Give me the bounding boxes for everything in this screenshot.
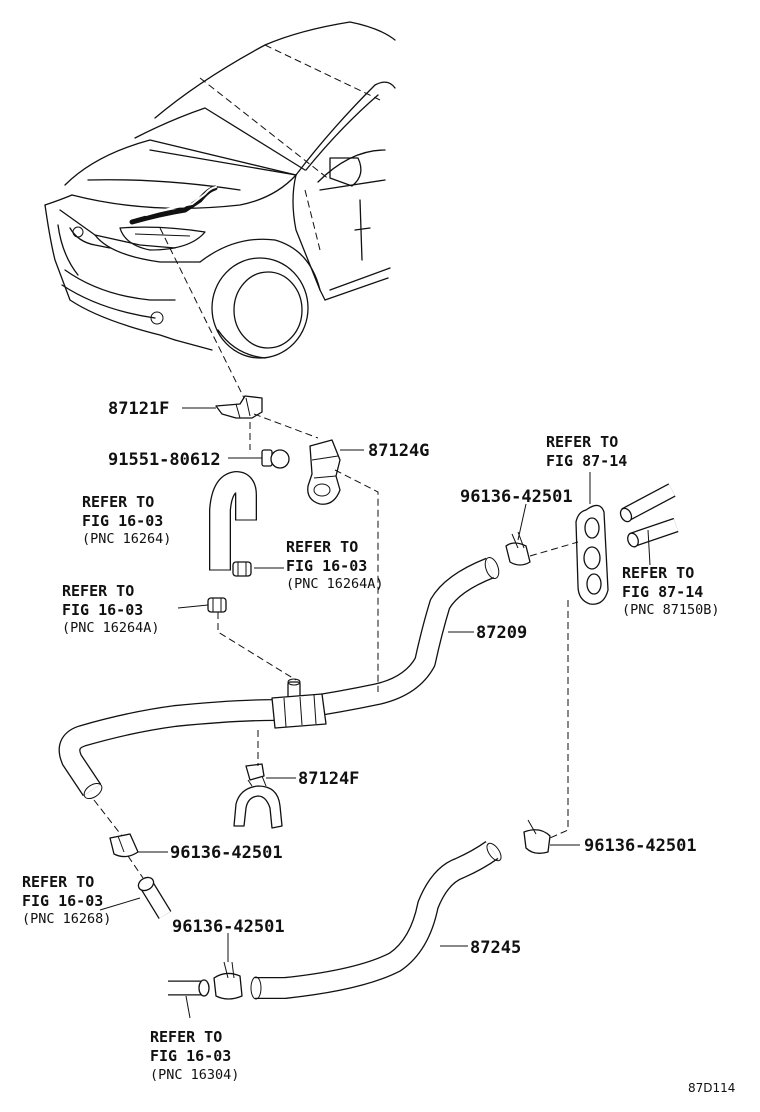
- grommet-panel-icon: [575, 483, 679, 605]
- hose-clamp-icon-87124g: [307, 439, 341, 505]
- ref-line2: FIG 87-14: [622, 583, 703, 601]
- reference-pnc-16264a-left: REFER TO FIG 16-03 (PNC 16264A): [62, 582, 160, 636]
- part-label-87124f: 87124F: [298, 769, 359, 789]
- part-label-96136-42501-right: 96136-42501: [584, 836, 697, 856]
- ref-line1: REFER TO: [22, 873, 94, 891]
- ref-line2: FIG 87-14: [546, 452, 627, 470]
- hose-clip-icon-87121f: [215, 395, 263, 419]
- hose-clamp-icon-a: [505, 531, 531, 566]
- ref-line2: FIG 16-03: [82, 512, 163, 530]
- hose-clamp-icon-d: [213, 961, 243, 1000]
- ref-pnc: (PNC 16268): [22, 911, 111, 927]
- ref-line1: REFER TO: [622, 564, 694, 582]
- part-label-87245: 87245: [470, 938, 521, 958]
- ref-line1: REFER TO: [546, 433, 618, 451]
- reference-pnc-16264a-right: REFER TO FIG 16-03 (PNC 16264A): [286, 538, 384, 592]
- ref-pnc: (PNC 16304): [150, 1067, 239, 1083]
- ref-pnc: (PNC 16264A): [286, 576, 384, 592]
- ref-line1: REFER TO: [286, 538, 358, 556]
- part-label-96136-42501-top: 96136-42501: [460, 487, 573, 507]
- reference-pnc-16304: REFER TO FIG 16-03 (PNC 16304): [150, 1028, 239, 1083]
- part-label-96136-42501-left: 96136-42501: [170, 843, 283, 863]
- pipe-stub-16268: [137, 876, 172, 919]
- part-label-87124g: 87124G: [368, 441, 429, 461]
- hose-clamp-icon-87124f: [233, 763, 283, 829]
- reference-fig-87-14-top: REFER TO FIG 87-14: [546, 433, 627, 470]
- ref-line1: REFER TO: [62, 582, 134, 600]
- reference-pnc-16268: REFER TO FIG 16-03 (PNC 16268): [22, 873, 111, 927]
- ref-pnc: (PNC 16264A): [62, 620, 160, 636]
- ref-line1: REFER TO: [150, 1028, 222, 1046]
- reference-pnc-16264: REFER TO FIG 16-03 (PNC 16264): [82, 493, 171, 547]
- hose-clamp-icon-c: [523, 819, 551, 854]
- ref-line2: FIG 16-03: [150, 1047, 231, 1065]
- ref-line2: FIG 16-03: [62, 601, 143, 619]
- part-label-96136-42501-bottom: 96136-42501: [172, 917, 285, 937]
- ref-pnc: (PNC 87150B): [622, 602, 720, 618]
- pipe-stub-16304: [168, 979, 210, 997]
- ref-line1: REFER TO: [82, 493, 154, 511]
- heater-hose-icon-2: [250, 840, 502, 1000]
- part-label-87209: 87209: [476, 623, 527, 643]
- ref-pnc: (PNC 16264): [82, 531, 171, 547]
- bolt-icon: [232, 449, 290, 469]
- reference-pnc-87150b: REFER TO FIG 87-14 (PNC 87150B): [622, 564, 720, 618]
- car-body-icon: [44, 21, 396, 359]
- hose-clamp-icon-b: [109, 833, 139, 858]
- part-label-91551-80612: 91551-80612: [108, 450, 221, 470]
- ref-line2: FIG 16-03: [22, 892, 103, 910]
- part-label-87121f: 87121F: [108, 399, 169, 419]
- grommet-icon: [207, 561, 252, 613]
- heater-hose-icon-small: [209, 471, 257, 571]
- heater-hose-icon: [58, 556, 500, 800]
- diagram-code: 87D114: [688, 1081, 735, 1095]
- ref-line2: FIG 16-03: [286, 557, 367, 575]
